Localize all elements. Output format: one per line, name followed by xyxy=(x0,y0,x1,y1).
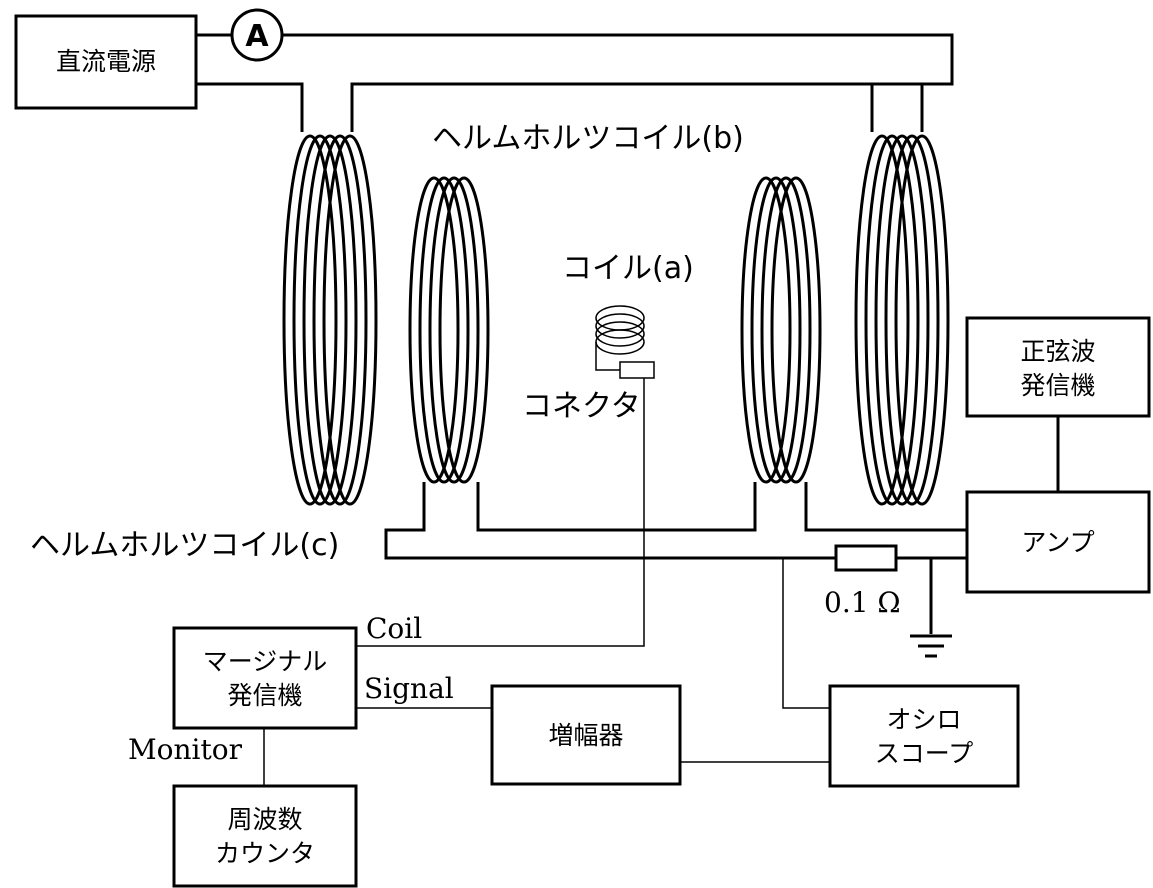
oscilloscope-label-1: オシロ xyxy=(886,705,961,734)
helmholtz-coil-b-left xyxy=(408,176,490,484)
sine-generator-label-2: 発信機 xyxy=(1020,371,1095,400)
helmholtz-coil-b-right xyxy=(740,176,822,484)
helmholtz-coil-c-label: ヘルムホルツコイル(c) xyxy=(30,528,339,563)
connector xyxy=(619,361,655,379)
coil-port-label: Coil xyxy=(366,612,422,645)
dc-supply-wiring xyxy=(196,33,954,132)
coil-a xyxy=(595,305,645,371)
frequency-counter-label-1: 周波数 xyxy=(227,805,302,834)
resistor-label: 0.1 Ω xyxy=(824,586,901,619)
coil-a-label: コイル(a) xyxy=(562,251,694,286)
ammeter-label: A xyxy=(245,19,269,54)
power-amp-box xyxy=(965,490,1151,594)
helmholtz-coil-c-left xyxy=(282,134,378,506)
oscilloscope-box xyxy=(828,684,1020,788)
amplifier-label: 増幅器 xyxy=(548,721,623,750)
resistor xyxy=(834,544,898,572)
marginal-oscillator-box xyxy=(172,626,358,730)
signal-wiring xyxy=(263,378,830,786)
dc-power-box xyxy=(14,14,198,110)
amplifier-box xyxy=(490,684,682,786)
connector-label: コネクタ xyxy=(522,389,641,424)
monitor-port-label: Monitor xyxy=(128,733,243,766)
ammeter-symbol xyxy=(230,8,284,62)
dc-power-label: 直流電源 xyxy=(56,47,156,76)
frequency-counter-label-2: カウンタ xyxy=(215,839,315,868)
marginal-oscillator-label-1: マージナル xyxy=(203,647,328,676)
sine-generator-label-1: 正弦波 xyxy=(1020,337,1095,366)
power-amp-label: アンプ xyxy=(1021,528,1094,557)
sine-generator-box xyxy=(965,316,1151,418)
oscilloscope-label-2: スコープ xyxy=(875,739,974,768)
marginal-oscillator-label-2: 発信機 xyxy=(227,681,302,710)
ac-coil-wiring xyxy=(384,416,1060,658)
signal-port-label: Signal xyxy=(364,672,454,705)
helmholtz-coil-c-right xyxy=(854,134,950,506)
frequency-counter-box xyxy=(172,784,358,888)
helmholtz-coil-b-label: ヘルムホルツコイル(b) xyxy=(432,121,744,156)
